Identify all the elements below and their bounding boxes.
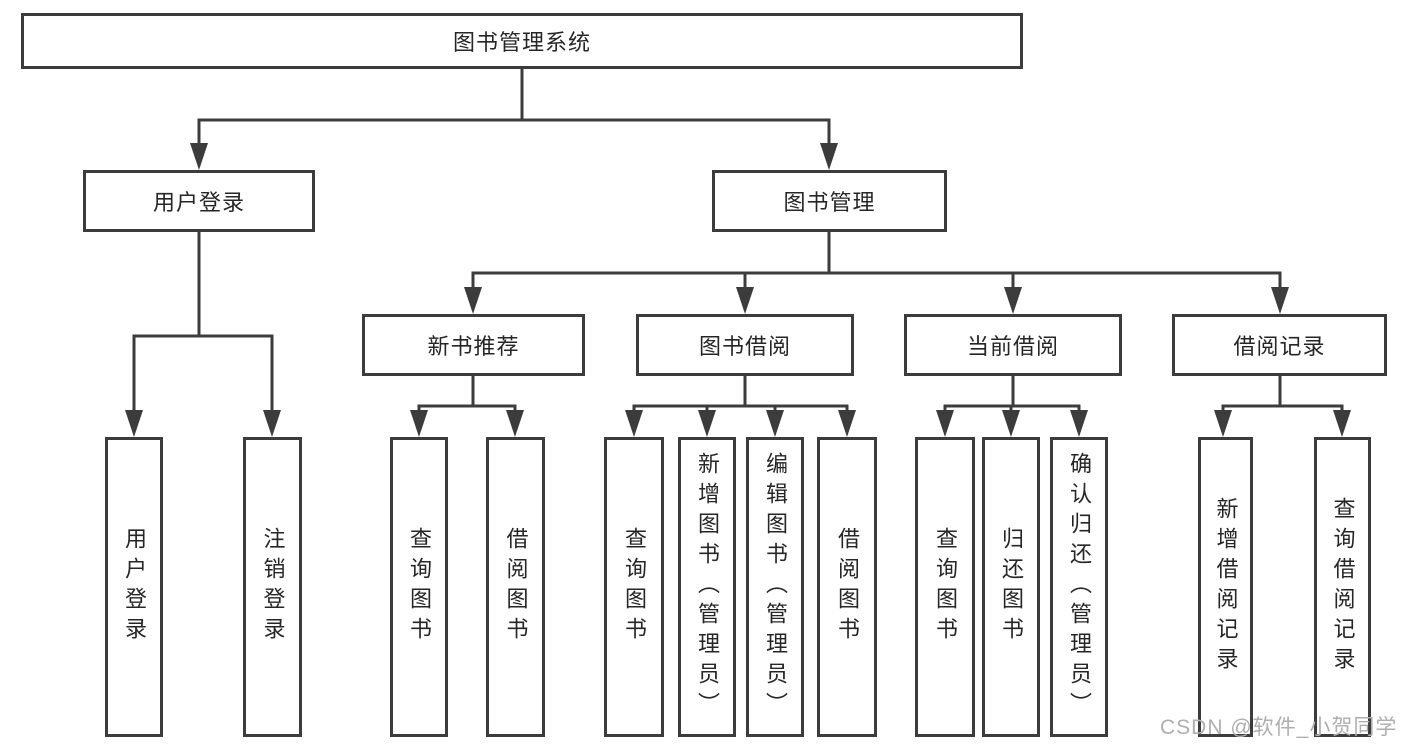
leaf-query-books-recommend: 查询图书 [390, 437, 448, 737]
node-label: 借阅图书 [835, 527, 860, 647]
node-book-borrowing: 图书借阅 [636, 314, 854, 376]
node-label: 用户登录 [122, 527, 147, 647]
node-label: 当前借阅 [966, 334, 1059, 359]
leaf-query-books-current: 查询图书 [915, 437, 975, 737]
node-current-borrowing: 当前借阅 [904, 314, 1122, 376]
leaf-query-books-borrowing: 查询图书 [604, 437, 664, 737]
node-new-book-recommendation: 新书推荐 [362, 314, 585, 376]
leaf-return-books: 归还图书 [982, 437, 1040, 737]
node-label: 确认归还（管理员） [1067, 452, 1092, 722]
node-label: 新增借阅记录 [1213, 497, 1239, 677]
node-label: 查询图书 [933, 527, 958, 647]
node-label: 查询图书 [407, 527, 432, 647]
node-label: 查询借阅记录 [1330, 497, 1356, 677]
leaf-borrow-books-recommend: 借阅图书 [486, 437, 545, 737]
leaf-query-borrow-record: 查询借阅记录 [1314, 437, 1371, 737]
leaf-add-borrow-record: 新增借阅记录 [1198, 437, 1253, 737]
leaf-logout: 注销登录 [243, 437, 302, 737]
node-label: 图书管理系统 [452, 30, 591, 55]
node-label: 注销登录 [260, 527, 286, 647]
node-label: 编辑图书（管理员） [763, 452, 788, 722]
leaf-edit-books-admin: 编辑图书（管理员） [746, 437, 804, 737]
leaf-confirm-return-admin: 确认归还（管理员） [1050, 437, 1108, 737]
watermark: CSDN @软件_小贺同学 [1160, 716, 1398, 739]
node-book-management: 图书管理 [712, 170, 947, 232]
node-label: 归还图书 [999, 527, 1024, 647]
node-label: 借阅图书 [503, 527, 529, 647]
node-label: 用户登录 [152, 190, 245, 215]
node-borrowing-records: 借阅记录 [1172, 314, 1387, 376]
leaf-add-books-admin: 新增图书（管理员） [678, 437, 736, 737]
node-label: 新书推荐 [427, 334, 520, 359]
node-label: 图书管理 [783, 190, 876, 215]
node-root: 图书管理系统 [21, 13, 1023, 69]
leaf-borrow-books: 借阅图书 [817, 437, 877, 737]
leaf-user-login: 用户登录 [105, 437, 163, 737]
node-label: 新增图书（管理员） [695, 452, 720, 722]
node-label: 图书借阅 [698, 334, 791, 359]
node-label: 查询图书 [622, 527, 647, 647]
node-user-login: 用户登录 [83, 170, 315, 232]
node-label: 借阅记录 [1233, 334, 1326, 359]
